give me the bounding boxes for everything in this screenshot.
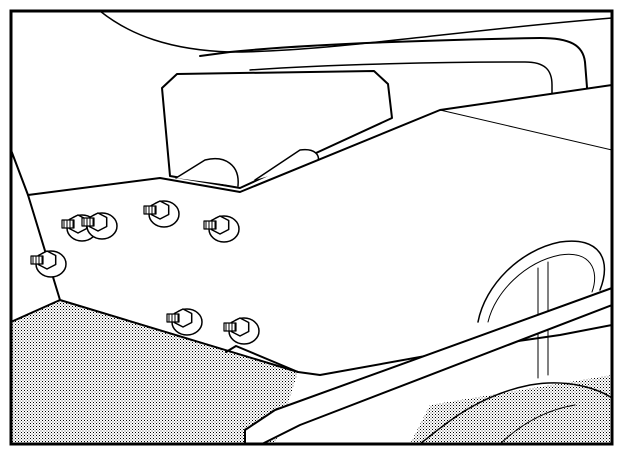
lower-bracket <box>225 287 612 444</box>
bolt-icon <box>223 317 260 345</box>
bolt-set <box>30 200 260 345</box>
main-arm <box>11 84 612 376</box>
bolt-icon <box>143 200 180 228</box>
frame-border <box>9 9 614 446</box>
upper-housing <box>99 11 612 101</box>
bolt-icon <box>203 215 240 243</box>
ground-surface <box>11 299 612 444</box>
bolt-icon <box>166 308 203 336</box>
bolt-icon <box>81 212 118 240</box>
shaft-tube <box>175 148 320 187</box>
bolt-icon <box>30 250 67 278</box>
